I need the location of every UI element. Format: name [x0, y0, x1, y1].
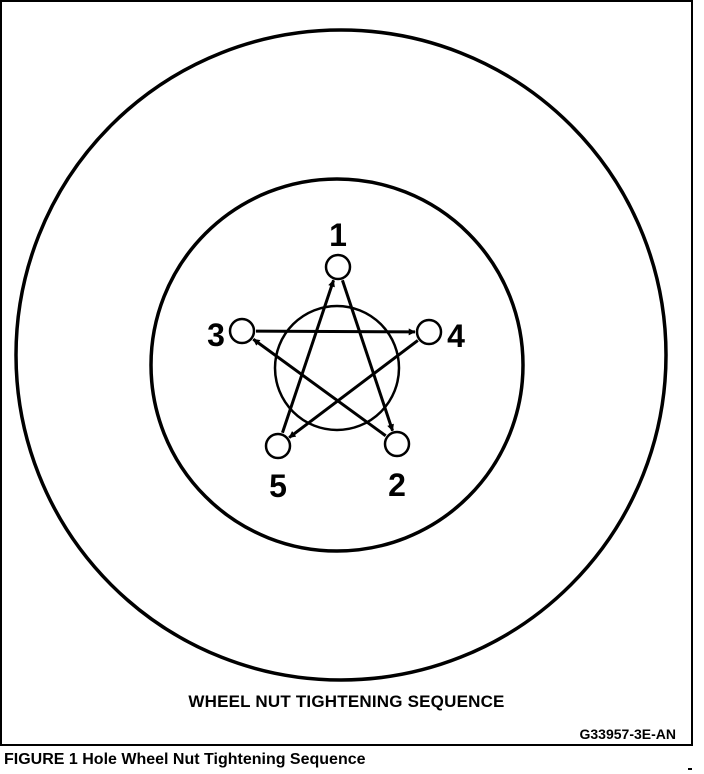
hub-circle	[273, 304, 401, 432]
sequence-arrow-1-to-2	[341, 279, 394, 432]
nut-label-2: 2	[388, 467, 406, 503]
nut-label-4: 4	[447, 318, 465, 354]
lug-nut-icon-3	[228, 317, 256, 345]
sequence-arrow-4-to-5	[288, 339, 419, 439]
sequence-arrow-3-to-4	[255, 328, 416, 336]
sequence-arrows	[252, 279, 419, 439]
nut-labels: 1 2 3 4 5	[207, 217, 465, 504]
diagram-title: WHEEL NUT TIGHTENING SEQUENCE	[188, 692, 505, 711]
lug-nut-icon-2	[383, 430, 411, 458]
lug-nut-icon-4	[415, 318, 443, 346]
sequence-arrow-5-to-1	[281, 279, 335, 434]
lug-nuts	[228, 253, 443, 460]
sequence-arrow-2-to-3	[252, 338, 387, 437]
wheel-rim-circle	[149, 177, 525, 553]
figure-frame	[0, 0, 693, 746]
nut-label-5: 5	[269, 468, 287, 504]
figure-caption: FIGURE 1 Hole Wheel Nut Tightening Seque…	[4, 751, 366, 768]
art-code: G33957-3E-AN	[579, 726, 677, 742]
tire-outer-circle	[14, 28, 668, 682]
lug-nut-icon-5	[264, 432, 292, 460]
edge-mark	[688, 768, 692, 770]
lug-nut-icon-1	[324, 253, 352, 281]
nut-label-1: 1	[329, 217, 347, 253]
nut-label-3: 3	[207, 317, 225, 353]
